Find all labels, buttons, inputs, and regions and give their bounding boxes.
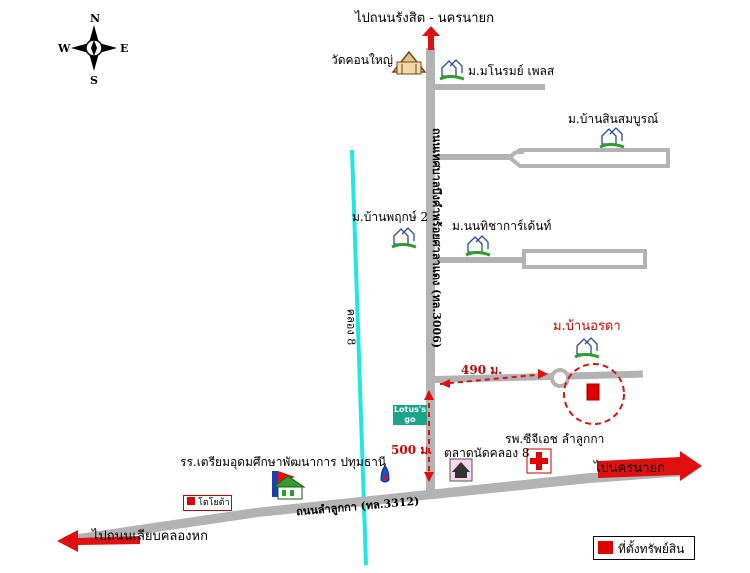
label-village-2: ม.บ้านสินสมบูรณ์ xyxy=(568,112,659,126)
lotus-label: Lotus's go fresh xyxy=(393,405,427,434)
gas-station-icon xyxy=(380,465,390,483)
label-to-left: ไปถนนเลียบคลองหก xyxy=(92,529,208,544)
label-distance-490: 490 ม. xyxy=(461,363,503,377)
label-to-top: ไปถนนรังสิต - นครนายก xyxy=(355,11,495,26)
label-village-4: ม.นนทิชาการ์เด้นท์ xyxy=(452,219,552,233)
label-market: ตลาดนัดคลอง 8 xyxy=(444,446,530,460)
label-village-3: ม.บ้านพฤกษ์ 2 xyxy=(352,210,429,224)
label-to-right: ไปนครนายก xyxy=(594,461,666,476)
legend-swatch xyxy=(598,541,613,554)
village-icon-pruksa xyxy=(391,227,417,249)
property-area-circle xyxy=(563,363,625,425)
toyota-logo-icon xyxy=(187,497,195,505)
label-village-1: ม.มโนรมย์ เพลส xyxy=(468,64,555,78)
toyota-sign: โตโยต้า xyxy=(183,495,232,511)
compass-east: E xyxy=(120,42,129,55)
label-distance-500: 500 ม. xyxy=(391,443,433,457)
compass-west: W xyxy=(58,42,71,55)
compass-south: S xyxy=(90,74,98,87)
village-icon-sinsomboon xyxy=(599,127,625,149)
village-icon-manorom xyxy=(439,59,465,81)
legend-label: ที่ตั้งทรัพย์สิน xyxy=(618,542,685,556)
hospital-icon xyxy=(526,448,552,474)
property-marker[interactable] xyxy=(586,383,600,401)
toyota-label: โตโยต้า xyxy=(198,498,230,508)
compass-icon xyxy=(71,25,117,71)
label-canal: คลอง 8 xyxy=(344,308,358,346)
school-icon xyxy=(272,471,306,500)
arrow-up xyxy=(422,26,440,50)
village-icon-orada xyxy=(574,337,600,359)
lotus-store-sign: Lotus's go fresh xyxy=(393,405,427,434)
village-icon-nonthicha xyxy=(465,235,491,257)
distance-490-marker xyxy=(439,369,548,388)
label-vertical-road: ถนนเทศบาลบึงคำพร้อยศาลาแดง (ทล.3006) xyxy=(430,127,444,349)
canal-line xyxy=(350,149,368,566)
arrow-right xyxy=(598,451,702,481)
road-manorom xyxy=(435,84,545,90)
label-school: รร.เตรียมอุดมศึกษาพัฒนาการ ปทุมธานี xyxy=(180,455,387,469)
road-pruksa xyxy=(435,249,647,269)
legend-box: ที่ตั้งทรัพย์สิน xyxy=(593,536,695,560)
distance-500-marker xyxy=(424,390,434,482)
label-temple: วัดคอนใหญ่ xyxy=(331,53,393,67)
arrow-left xyxy=(57,530,140,552)
vertical-road xyxy=(426,48,435,496)
main-road xyxy=(65,468,685,545)
label-hospital: รพ.ซีจีเอช ลำลูกกา xyxy=(505,432,605,446)
road-sinsomboon xyxy=(435,148,670,168)
temple-icon xyxy=(391,50,427,75)
label-target-village: ม.บ้านอรดา xyxy=(553,319,621,334)
market-icon xyxy=(449,458,473,482)
compass-north: N xyxy=(90,12,101,25)
